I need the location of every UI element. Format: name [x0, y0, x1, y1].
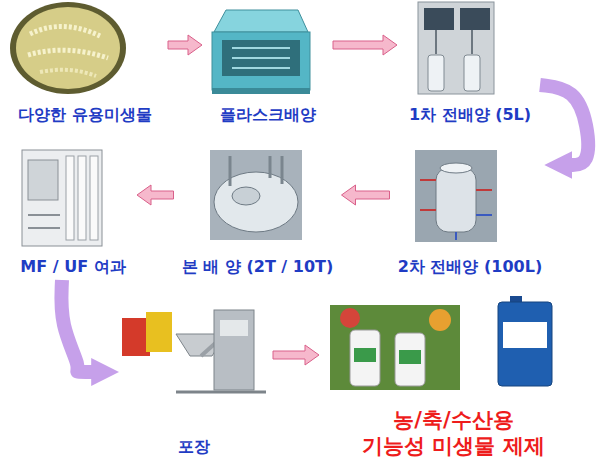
product-bottle — [350, 330, 380, 386]
step-label: 2차 전배양 (100L) — [398, 257, 543, 277]
flow-arrow — [342, 185, 390, 205]
flow-arrow — [137, 185, 174, 205]
packaging-image — [122, 310, 266, 392]
membrane-column — [90, 156, 98, 240]
photo-ground — [415, 150, 497, 242]
glass-vessel — [464, 55, 480, 91]
process-step: 2차 전배양 (100L) — [393, 145, 548, 280]
tank-lid — [440, 163, 472, 173]
incubator-window — [222, 40, 300, 76]
step-label: 농/축/수산용 기능성 미생물 제제 — [362, 407, 545, 459]
pilot-fermenter-image — [415, 150, 497, 242]
control-panel — [460, 8, 490, 30]
bottle-label — [399, 350, 421, 364]
bottle-label — [354, 348, 376, 362]
incubator-base — [212, 88, 310, 94]
membrane-column — [66, 156, 74, 240]
dish-agar — [16, 7, 120, 89]
fermenter-tube — [436, 30, 472, 54]
product-jug — [498, 302, 552, 386]
step-label: 1차 전배양 (5L) — [409, 105, 531, 125]
photo-ground — [210, 150, 302, 240]
tank-top — [214, 172, 298, 232]
colony-streak — [28, 50, 108, 58]
packing-machine — [214, 310, 254, 390]
flow-arrow — [333, 35, 397, 55]
process-step: 포장 — [118, 300, 270, 460]
dish-rim — [10, 2, 126, 94]
pipe — [456, 215, 492, 240]
filter-frame — [22, 150, 102, 246]
step-label: 다양한 유용미생물 — [18, 105, 152, 125]
production-fermenter-image — [210, 150, 302, 240]
fermenter-rack — [418, 2, 494, 94]
pipe — [230, 156, 282, 186]
process-step: MF / UF 여과 — [12, 145, 134, 280]
filtration-unit-image — [22, 150, 102, 246]
membrane-column — [78, 156, 86, 240]
colony-streak — [40, 70, 96, 76]
glass-vessel — [428, 55, 444, 91]
process-step: 1차 전배양 (5L) — [400, 0, 540, 128]
machine-base — [176, 391, 266, 394]
step-label: 플라스크배양 — [220, 105, 316, 125]
pipe — [420, 180, 492, 210]
curved-flow-arrow — [61, 280, 94, 372]
vegetable — [340, 308, 360, 328]
flow-arrow — [168, 35, 202, 55]
step-label: 본 배 양 (2T / 10T) — [182, 257, 334, 277]
steel-tank — [436, 168, 476, 232]
product-bag — [122, 318, 150, 356]
vegetable — [429, 309, 451, 331]
process-step: 다양한 유용미생물 — [5, 0, 165, 128]
step-label: MF / UF 여과 — [20, 257, 125, 277]
incubator-body — [212, 32, 310, 90]
small-fermenter-image — [418, 2, 494, 94]
petri-dish-image — [10, 2, 126, 94]
process-step: 농/축/수산용 기능성 미생물 제제 — [322, 295, 585, 465]
filter-pipe — [28, 215, 60, 228]
product-bottle — [395, 333, 425, 386]
manhole — [232, 187, 260, 205]
step-label: 포장 — [178, 437, 210, 457]
product-bag — [146, 312, 172, 352]
curved-flow-arrow — [540, 85, 588, 165]
flask-rack — [232, 48, 290, 68]
shaking-incubator-image — [212, 10, 310, 94]
incubator-lid — [214, 10, 308, 32]
filter-panel — [28, 160, 58, 200]
jug-label — [503, 322, 547, 348]
machine-panel — [220, 320, 248, 336]
photo-ground — [330, 305, 460, 390]
flow-arrow — [273, 345, 319, 365]
colony-streak — [30, 26, 100, 36]
process-step: 본 배 양 (2T / 10T) — [177, 145, 339, 280]
control-panel — [424, 8, 454, 30]
process-step: 플라스크배양 — [205, 0, 330, 128]
product-image — [330, 296, 552, 390]
